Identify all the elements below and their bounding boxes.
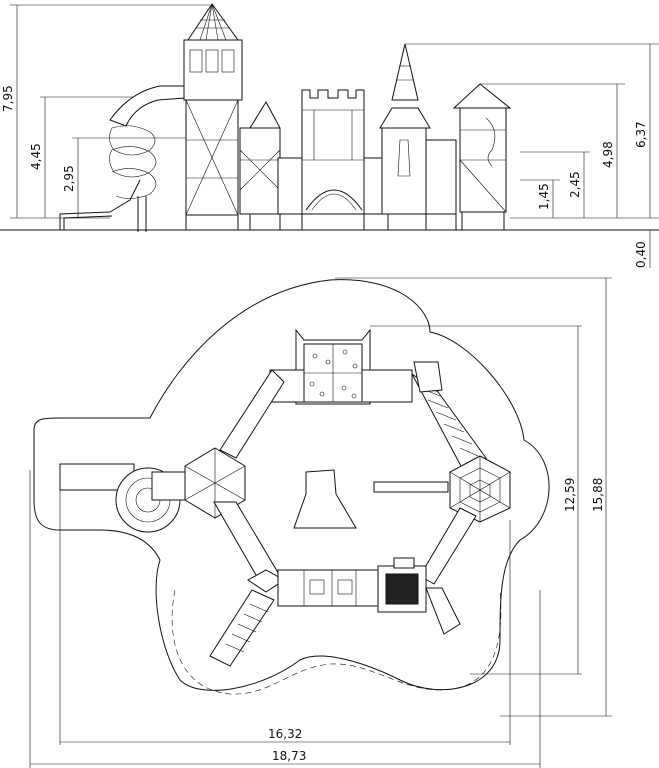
- top-climbing-wall-plan: [295, 328, 371, 405]
- centre-panel-plan: [293, 469, 357, 529]
- dim-ground-offset: 0,40: [634, 241, 648, 268]
- small-spire-elevation: [239, 100, 281, 215]
- dim-right-platform-low: 1,45: [537, 183, 551, 210]
- right-hex-roof-plan: [449, 455, 511, 523]
- upper-right-ladder-plan: [411, 361, 487, 469]
- plan-view: 16,32 18,73 12,59 15,88: [29, 277, 612, 768]
- dim-total-height: 7,95: [1, 85, 15, 112]
- straight-slide-plan: [59, 463, 135, 491]
- support-posts: [249, 214, 457, 230]
- far-right-tower-elevation: [452, 83, 512, 230]
- safety-zone-outline: [33, 279, 550, 691]
- dim-width-inner: 16,32: [268, 727, 302, 741]
- right-spire-elevation: [379, 43, 457, 215]
- dim-depth-inner: 12,59: [563, 478, 577, 512]
- spiral-slide-elevation: [59, 85, 186, 232]
- bottom-platform-row-plan: [247, 557, 461, 635]
- dim-tower-platform: 2,95: [62, 165, 76, 192]
- centre-tower-elevation: [277, 89, 389, 215]
- lower-left-ladder-plan: [209, 589, 275, 667]
- dim-depth-outer: 15,88: [591, 478, 605, 512]
- dim-width-outer: 18,73: [272, 749, 306, 763]
- left-tower-elevation: [183, 3, 243, 230]
- dim-right-platform-mid: 2,45: [568, 171, 582, 198]
- dim-slide-platform: 4,45: [29, 143, 43, 170]
- spiral-slide-plan: [115, 467, 187, 533]
- left-hex-roof-plan: [184, 447, 246, 519]
- elevation-view: 7,95 4,45 2,95 6,37 4,98 2,45 1,45 0,40: [0, 3, 659, 268]
- dim-right-tower: 4,98: [601, 141, 615, 168]
- dim-right-peak: 6,37: [634, 121, 648, 148]
